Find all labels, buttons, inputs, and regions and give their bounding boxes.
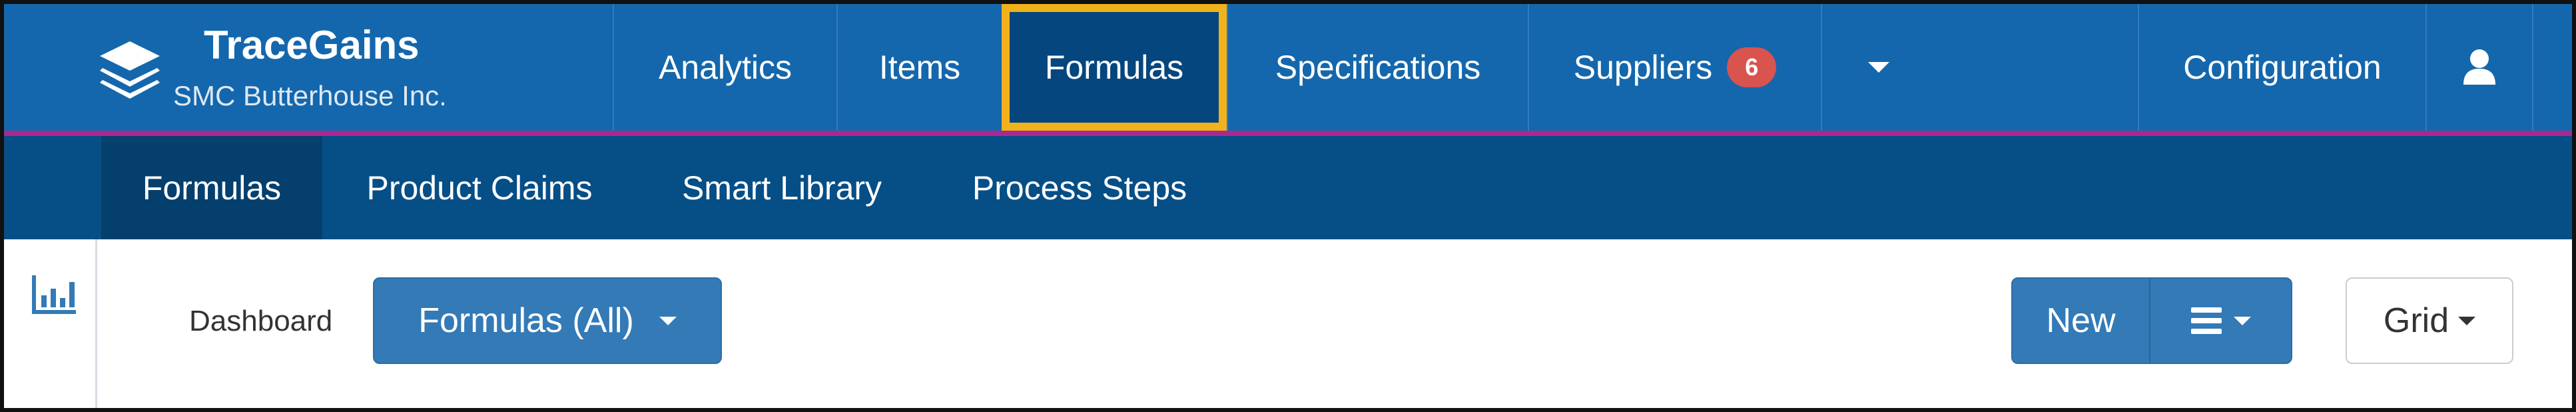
grid-view-label: Grid — [2383, 301, 2449, 340]
subnav-formulas[interactable]: Formulas — [101, 136, 322, 239]
nav-analytics-label: Analytics — [658, 49, 793, 86]
new-button-label: New — [2046, 301, 2116, 340]
new-options-dropdown[interactable] — [2150, 279, 2291, 363]
nav-suppliers-label: Suppliers — [1573, 49, 1713, 86]
user-icon — [2463, 49, 2495, 85]
nav-suppliers[interactable]: Suppliers 6 — [1528, 4, 1821, 131]
caret-down-icon — [659, 316, 677, 325]
nav-specifications-label: Specifications — [1275, 49, 1481, 86]
subnav-smart-library[interactable]: Smart Library — [637, 136, 927, 239]
new-button-group: New — [2011, 277, 2292, 364]
subnav-product-claims[interactable]: Product Claims — [322, 136, 637, 239]
nav-configuration-label: Configuration — [2183, 49, 2382, 86]
suppliers-count-badge: 6 — [1727, 47, 1777, 87]
subnav-product-claims-label: Product Claims — [366, 169, 593, 207]
new-button[interactable]: New — [2013, 279, 2151, 363]
nav-specifications[interactable]: Specifications — [1227, 4, 1528, 131]
brand-subtitle: SMC Butterhouse Inc. — [173, 80, 447, 111]
brand-title: TraceGains — [204, 23, 420, 67]
subnav-process-steps[interactable]: Process Steps — [927, 136, 1232, 239]
nav-items[interactable]: Items — [836, 4, 1002, 131]
nav-formulas-label: Formulas — [1044, 49, 1184, 86]
sub-navbar: Formulas Product Claims Smart Library Pr… — [4, 136, 2572, 239]
caret-down-icon — [2233, 316, 2251, 325]
user-menu[interactable] — [2425, 4, 2532, 131]
nav-configuration[interactable]: Configuration — [2138, 4, 2425, 131]
subnav-formulas-label: Formulas — [142, 169, 282, 207]
grid-view-dropdown[interactable]: Grid — [2346, 277, 2513, 364]
top-navbar: TraceGains SMC Butterhouse Inc. Analytic… — [4, 4, 2572, 136]
nav-edge — [2532, 4, 2572, 131]
caret-down-icon — [2458, 316, 2476, 325]
nav-more-dropdown[interactable] — [1821, 4, 1935, 131]
bar-chart-icon[interactable] — [31, 273, 77, 317]
nav-analytics[interactable]: Analytics — [613, 4, 836, 131]
subnav-smart-library-label: Smart Library — [681, 169, 882, 207]
left-sidebar — [4, 239, 97, 408]
layers-icon — [100, 41, 160, 99]
brand[interactable]: TraceGains SMC Butterhouse Inc. — [19, 4, 611, 131]
view-select-dropdown[interactable]: Formulas (All) — [373, 277, 722, 364]
caret-down-icon — [1868, 62, 1889, 73]
subnav-process-steps-label: Process Steps — [972, 169, 1187, 207]
view-select-label: Formulas (All) — [418, 301, 634, 340]
hamburger-icon — [2190, 307, 2222, 334]
nav-formulas[interactable]: Formulas — [1002, 4, 1227, 131]
dashboard-label: Dashboard — [189, 305, 333, 337]
nav-items-label: Items — [878, 49, 961, 86]
